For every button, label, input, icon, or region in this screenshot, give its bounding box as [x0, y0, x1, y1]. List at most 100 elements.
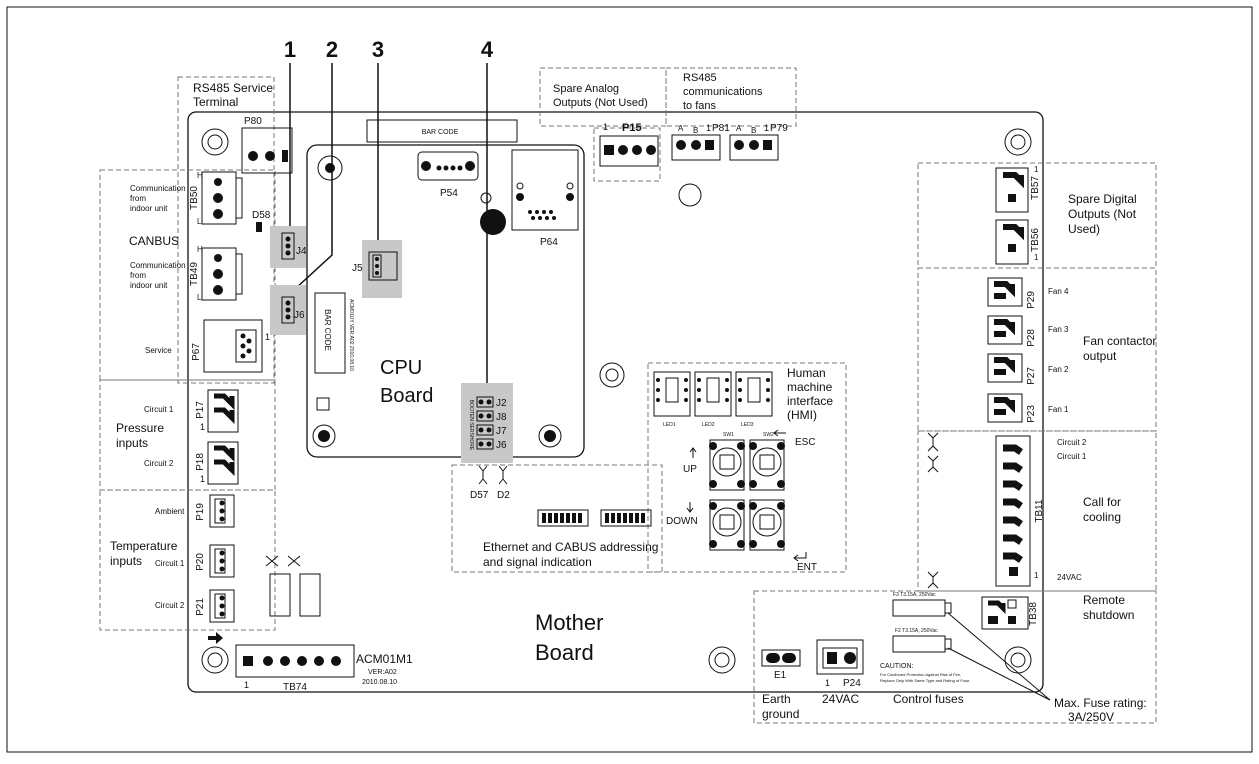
tb49-comm-3: indoor unit	[130, 281, 168, 290]
barcode-top-label: BAR CODE	[422, 129, 459, 136]
p17-circuit1: Circuit 1	[144, 405, 174, 414]
fan-connectors	[987, 277, 1023, 423]
p80-pin-1	[248, 151, 258, 161]
p24-pin1: 1	[825, 678, 830, 688]
down-arrow-icon	[686, 502, 694, 513]
earth-label-2: ground	[762, 707, 799, 721]
mother-board-outline	[187, 111, 1044, 693]
led3-label: LED3	[741, 422, 754, 428]
p79-1: 1	[764, 123, 769, 133]
p18-pin1: 1	[200, 474, 205, 484]
tb74-pin1: 1	[244, 680, 249, 690]
rs485-service-label-1: RS485 Service	[193, 81, 273, 95]
d58-led	[256, 222, 262, 232]
ethernet-box	[451, 464, 663, 573]
p64-label: P64	[540, 237, 558, 248]
service-label: Service	[145, 346, 172, 355]
caution-text-2: Replace Only With Same Type and Rating o…	[880, 678, 970, 683]
cpu-small-component	[316, 397, 330, 411]
callout-4: 4	[481, 37, 494, 62]
jumper-block-highlight	[461, 383, 513, 463]
max-fuse-label-2: 3A/250V	[1068, 710, 1114, 724]
led2-label: LED2	[702, 422, 715, 428]
spare-analog-label-2: Outputs (Not Used)	[553, 97, 648, 109]
ethernet-label-1: Ethernet and CABUS addressing	[483, 540, 658, 554]
temperature-label-1: Temperature	[110, 539, 178, 553]
p81-connector	[671, 134, 721, 161]
up-arrow-icon	[689, 447, 697, 458]
call-cooling-label-1: Call for	[1083, 495, 1121, 509]
d57-d2-leds	[478, 465, 508, 485]
barcode-vertical-label: BAR CODE	[323, 309, 332, 351]
tb49-label: TB49	[189, 262, 200, 286]
hmi-label-4: (HMI)	[787, 408, 817, 422]
relays	[265, 555, 321, 617]
hmi-led-displays	[653, 371, 773, 417]
fan4-label: Fan 4	[1048, 287, 1069, 296]
pressure-label-2: inputs	[116, 436, 148, 450]
p81-label: P81	[712, 123, 730, 134]
mother-label-1: Mother	[535, 610, 603, 635]
tb11-label: TB11	[1034, 499, 1045, 523]
tb49-comm-2: from	[130, 271, 146, 280]
hmi-label-1: Human	[787, 366, 826, 380]
p20-connector	[209, 544, 235, 578]
outer-frame	[6, 6, 1253, 753]
tb57-label: TB57	[1030, 176, 1041, 200]
up-label: UP	[683, 464, 697, 475]
rs485-fans-label-1: RS485	[683, 72, 717, 84]
p21-circuit2: Circuit 2	[155, 601, 185, 610]
p67-pin1: 1	[265, 332, 270, 342]
tb50-l: L	[197, 217, 202, 226]
p18-circuit2: Circuit 2	[144, 459, 174, 468]
p17-connector	[207, 389, 239, 433]
rs485-service-label-2: Terminal	[193, 95, 238, 109]
p15-connector	[599, 135, 659, 167]
p80-connector	[241, 127, 293, 174]
pressure-label-1: Pressure	[116, 421, 164, 435]
spare-digital-label-2: Outputs (Not	[1068, 207, 1137, 221]
j2-label: J2	[496, 398, 507, 409]
max-fuse-label-1: Max. Fuse rating:	[1054, 696, 1147, 710]
tb49-l: L	[197, 293, 202, 302]
tb38-label: TB38	[1028, 602, 1039, 626]
p21-connector	[209, 589, 235, 623]
fan2-label: Fan 2	[1048, 365, 1069, 374]
rs485-fans-box	[665, 67, 797, 127]
p24-label: P24	[843, 678, 861, 689]
tb74-label: TB74	[283, 682, 307, 693]
tb11-24vac: 24VAC	[1057, 573, 1082, 582]
caution-text-1: For Continued Protection Against Risk of…	[880, 672, 961, 677]
p67-connector	[203, 319, 263, 373]
hmi-box	[647, 362, 847, 573]
tb11-circuit2: Circuit 2	[1057, 438, 1087, 447]
fan1-label: Fan 1	[1048, 405, 1069, 414]
p19-connector	[209, 494, 235, 528]
d57-label: D57	[470, 490, 489, 501]
fan-contactor-label-1: Fan contactor	[1083, 334, 1156, 348]
p64-ethernet	[480, 149, 579, 231]
p17-label: P17	[195, 401, 206, 419]
tb56-label: TB56	[1030, 228, 1041, 252]
hmi-label-3: interface	[787, 394, 833, 408]
call-cooling-label-2: cooling	[1083, 510, 1121, 524]
p19-label: P19	[195, 503, 206, 521]
p79-connector	[729, 134, 779, 161]
hmi-label-2: machine	[787, 380, 833, 394]
p79-a: A	[736, 124, 742, 133]
tb50-comm-3: indoor unit	[130, 204, 168, 213]
canbus-label: CANBUS	[129, 234, 179, 248]
arrow-right-icon	[208, 632, 223, 644]
board-model: ACM01M1	[356, 652, 413, 666]
spare-analog-label-1: Spare Analog	[553, 83, 619, 95]
fuse-f3	[892, 599, 946, 617]
canbus-box	[99, 169, 276, 381]
tb50-comm-1: Communication	[130, 184, 186, 193]
p80-label: P80	[244, 116, 262, 127]
fan3-label: Fan 3	[1048, 325, 1069, 334]
caution-title: CAUTION:	[880, 663, 914, 670]
p20-circuit1: Circuit 1	[155, 559, 185, 568]
p81-a: A	[678, 124, 684, 133]
barcode-top	[366, 119, 518, 143]
p81-b: B	[693, 126, 698, 135]
